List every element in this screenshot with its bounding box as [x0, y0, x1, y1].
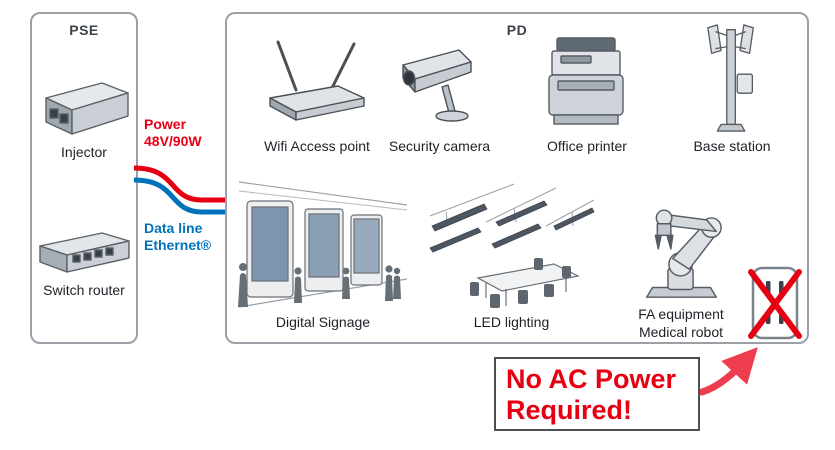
robot-arm-icon: [615, 186, 747, 304]
data-line-label-line2: Ethernet®: [144, 237, 212, 253]
power-label-line2: 48V/90W: [144, 133, 202, 149]
pse-panel: PSE Injector: [30, 12, 138, 344]
ac-outlet-crossed-icon: [747, 264, 803, 344]
data-line-label: Data line Ethernet®: [144, 220, 234, 254]
security-camera-label: Security camera: [388, 138, 491, 154]
injector-device: Injector: [32, 76, 136, 160]
injector-label: Injector: [61, 144, 107, 160]
wifi-access-point-item: Wifi Access point: [247, 28, 387, 154]
data-line-label-line1: Data line: [144, 220, 203, 236]
wifi-access-point-label: Wifi Access point: [264, 138, 370, 154]
callout-line1: No AC Power: [506, 364, 677, 394]
injector-icon: [36, 76, 132, 140]
base-station-icon: [667, 20, 797, 136]
power-label: Power 48V/90W: [144, 116, 234, 150]
power-cable: [134, 165, 226, 203]
digital-signage-label: Digital Signage: [275, 314, 371, 330]
switch-router-icon: [36, 228, 132, 278]
base-station-item: Base station: [667, 20, 797, 154]
pd-title: PD: [506, 22, 528, 38]
security-camera-item: Security camera: [377, 32, 502, 154]
fa-equipment-label: FA equipment: [638, 306, 724, 322]
callout-line2: Required!: [506, 395, 633, 425]
led-lighting-label: LED lighting: [473, 314, 550, 330]
power-label-line1: Power: [144, 116, 187, 132]
switch-router-label: Switch router: [43, 282, 125, 298]
fa-robot-item: FA equipment Medical robot: [615, 186, 747, 340]
pse-title: PSE: [69, 22, 99, 38]
cable-bundle: [134, 150, 226, 222]
wifi-access-point-icon: [247, 28, 387, 136]
office-printer-label: Office printer: [547, 138, 627, 154]
led-lighting-icon: [419, 180, 604, 312]
office-printer-icon: [522, 30, 652, 136]
office-printer-item: Office printer: [522, 30, 652, 154]
medical-robot-label: Medical robot: [638, 324, 724, 340]
digital-signage-item: Digital Signage: [233, 178, 413, 330]
digital-signage-icon: [233, 178, 413, 312]
pd-panel: PD Wifi Access point: [225, 12, 809, 344]
switch-router-device: Switch router: [32, 228, 136, 298]
security-camera-icon: [377, 32, 502, 136]
no-ac-power-callout: No AC Power Required!: [494, 357, 700, 431]
base-station-label: Base station: [693, 138, 771, 154]
led-lighting-item: LED lighting: [419, 180, 604, 330]
callout-arrow-icon: [698, 344, 764, 398]
data-cable: [134, 177, 226, 215]
